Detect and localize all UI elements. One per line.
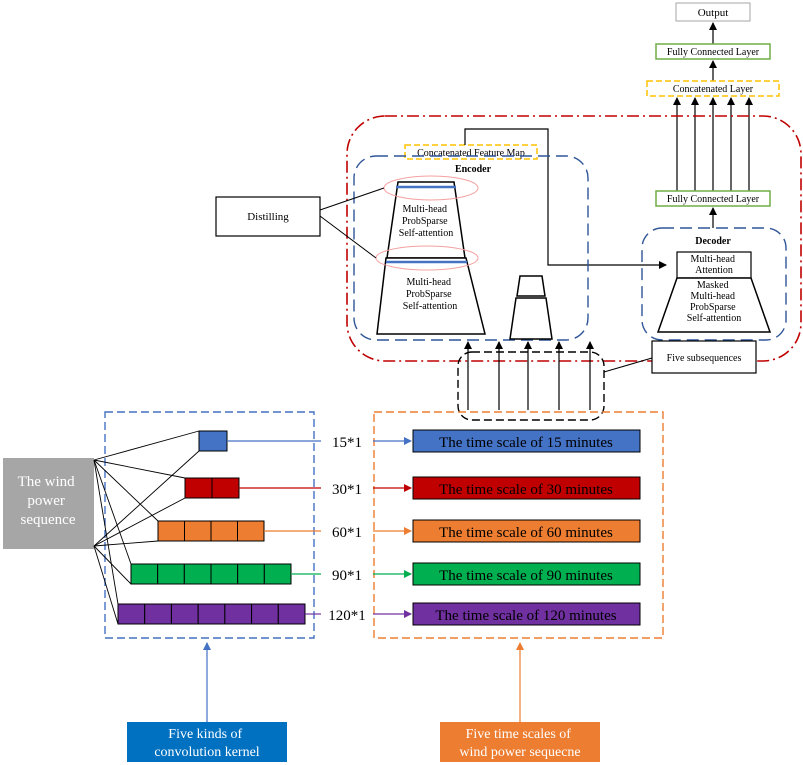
kernel-cell — [130, 563, 159, 585]
kernel-size-label: 15*1 — [332, 435, 362, 451]
timescale-box — [412, 602, 641, 626]
timescale-label: The time scale of 60 minutes — [439, 525, 613, 541]
timescale-dashed-box — [373, 411, 664, 639]
kernel-cell — [210, 563, 239, 585]
kernel-cell — [144, 603, 172, 625]
kernel-size-label: 90*1 — [332, 568, 362, 584]
kernel-cell — [197, 603, 226, 625]
timescale-label: The time scale of 15 minutes — [439, 435, 613, 451]
distilling-label: Distilling — [247, 211, 289, 223]
decoder-attention-box — [676, 251, 752, 279]
fanout-line — [93, 497, 186, 547]
fanout-line — [93, 450, 200, 547]
timescale-box — [412, 519, 641, 543]
fanout-line — [93, 459, 159, 522]
attention-block-1-text: Multi-head ProbSparse Self-attention — [399, 204, 453, 239]
kernel-cell — [184, 520, 212, 542]
kernel-cell — [198, 430, 228, 452]
decoder-label-bg — [690, 233, 736, 247]
decoder-masked-block — [656, 277, 772, 333]
wind-sequence-box — [3, 458, 94, 549]
concat-layer-label: Concatenated Layer — [673, 84, 754, 95]
subsequence-arrows — [464, 341, 594, 410]
small-block-top — [516, 275, 546, 297]
fanout-line — [93, 459, 119, 605]
kernel-cell — [277, 603, 306, 625]
concat-feature-label: Concatenated Feature Map — [417, 148, 525, 159]
encoder-container — [353, 155, 589, 341]
fanout-line — [93, 540, 159, 547]
informer-container — [346, 115, 802, 362]
five-subsequences-box — [651, 340, 757, 374]
fc-mid-box — [655, 190, 771, 207]
fc-mid-label: Fully Connected Layer — [667, 194, 760, 205]
fanout-line — [93, 459, 186, 479]
wind-sequence-text: The wind power sequence — [18, 474, 79, 528]
timescale-box — [412, 476, 641, 500]
kernel-cell — [157, 563, 185, 585]
kernel-label-text: Five kinds of convolution kernel — [154, 727, 259, 760]
kernel-cell — [157, 520, 185, 542]
kernel-cell — [211, 477, 240, 499]
decoder-container — [641, 227, 787, 341]
fc-top-label: Fully Connected Layer — [667, 47, 760, 58]
kernel-label-box — [127, 722, 287, 762]
kernel-size-label: 60*1 — [332, 525, 362, 541]
fc-top-box — [655, 43, 771, 60]
decoder-masked-text: Masked Multi-head ProbSparse Self-attent… — [687, 280, 741, 324]
encoder-label: Encoder — [455, 164, 492, 175]
output-box — [675, 2, 751, 22]
timescale-label-text: Five time scales of wind power sequecne — [459, 727, 580, 760]
fanout-line — [93, 430, 200, 461]
timescale-box — [412, 562, 641, 586]
distill-connector-2 — [319, 215, 377, 259]
kernel-cell — [184, 477, 213, 499]
decoder-label: Decoder — [695, 236, 731, 247]
kernel-cell — [170, 603, 199, 625]
fanout-line — [93, 545, 132, 585]
subsequence-group-box — [457, 351, 605, 421]
kernel-cell — [210, 520, 238, 542]
kernel-cell — [237, 520, 265, 542]
distill-connector-1 — [319, 187, 385, 211]
fanout-line — [93, 459, 132, 565]
kernel-size-label: 120*1 — [328, 608, 366, 624]
kernel-cell — [237, 563, 265, 585]
kernel-size-label: 30*1 — [332, 482, 362, 498]
timescale-box — [412, 429, 641, 453]
encoder-label-bg — [448, 161, 498, 175]
timescale-label: The time scale of 120 minutes — [435, 608, 616, 624]
timescale-label: The time scale of 90 minutes — [439, 568, 613, 584]
fanout-lines — [93, 430, 200, 625]
timescale-label-box — [440, 722, 600, 762]
kernel-cell — [117, 603, 146, 625]
attention-block-2-text: Multi-head ProbSparse Self-attention — [403, 277, 457, 312]
kernel-cell — [183, 563, 212, 585]
kernel-cell — [251, 603, 279, 625]
kernel-cell — [224, 603, 253, 625]
decoder-attention-text: Multi-head Attention — [691, 254, 738, 276]
distilling-box — [215, 196, 321, 237]
subsequences-connector — [603, 357, 653, 373]
fc-to-concat-arrows — [673, 97, 753, 191]
timescale-label: The time scale of 30 minutes — [439, 482, 613, 498]
kernel-cell — [263, 563, 292, 585]
output-label: Output — [698, 7, 729, 19]
attention-block-2 — [376, 257, 486, 335]
fanout-line — [93, 545, 119, 625]
concat-layer-box — [646, 80, 780, 97]
five-subsequences-label: Five subsequences — [667, 353, 742, 364]
small-block-bottom — [509, 297, 553, 340]
